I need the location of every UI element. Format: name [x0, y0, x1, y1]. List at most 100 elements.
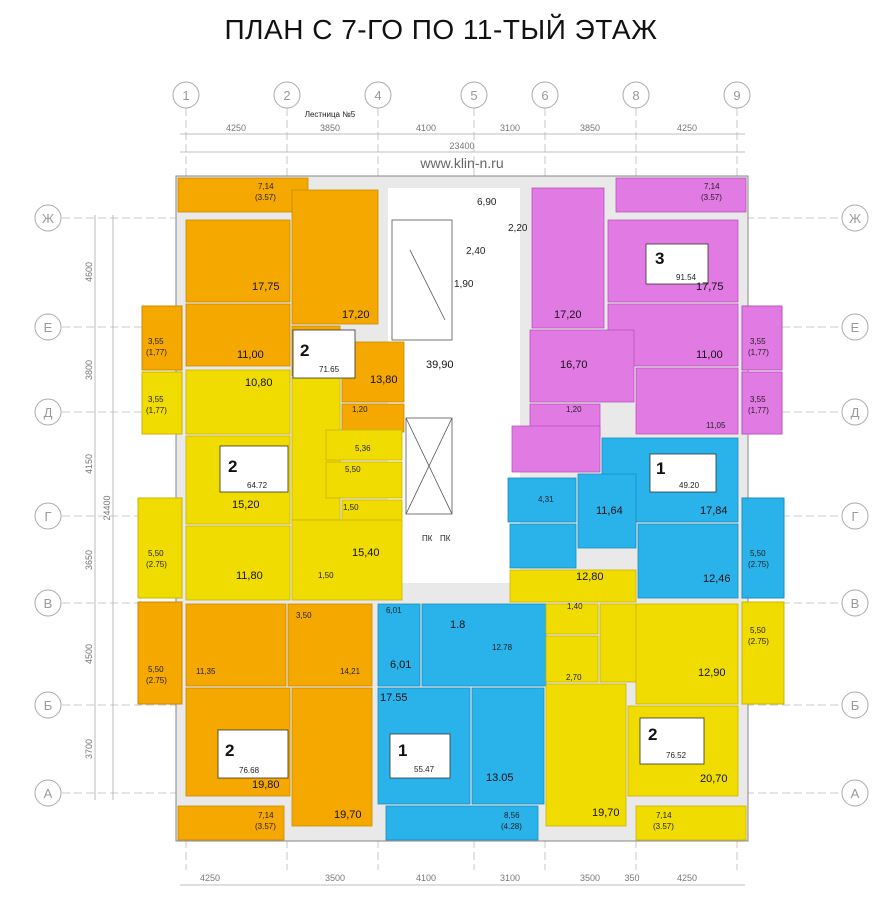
axis-row-b-r: Б: [851, 698, 860, 713]
balcony-area: (1,77): [146, 406, 167, 415]
room-area: 17,20: [342, 309, 370, 321]
balcony-area: 5,50: [148, 665, 164, 674]
balcony-area: (1,77): [146, 348, 167, 357]
dim-bottom-1: 4250: [200, 873, 220, 883]
balcony-area: (1,77): [748, 406, 769, 415]
room-area: 19,70: [592, 807, 620, 819]
axis-col-2: 2: [283, 88, 290, 103]
axis-row-a: А: [44, 786, 53, 801]
balcony-area: 3,55: [148, 395, 164, 404]
room-area: 1,20: [352, 405, 368, 414]
room-area: 1,40: [567, 602, 583, 611]
axis-row-e-r: Е: [851, 320, 860, 335]
apt-area-2: 91.54: [676, 273, 697, 282]
balcony-area: 3,55: [750, 395, 766, 404]
room-area: 19,80: [252, 779, 280, 791]
dim-side-4: 3650: [84, 550, 94, 570]
balcony-area: (4.28): [501, 822, 522, 831]
room-area: 17,75: [252, 281, 280, 293]
dim-top-5: 3850: [580, 123, 600, 133]
apt-area-4: 49.20: [679, 481, 700, 490]
pk-label: ПК: [422, 534, 433, 543]
apt-rooms-4: 1: [656, 459, 665, 478]
room-area: 2,40: [466, 246, 486, 257]
balcony-area: (2.75): [146, 560, 167, 569]
balcony-area: 5,50: [148, 549, 164, 558]
dim-side-3: 4150: [84, 454, 94, 474]
apt-rooms-1: 2: [300, 341, 309, 360]
balcony-area: 7,14: [258, 182, 274, 191]
dim-top-4: 3100: [500, 123, 520, 133]
apt-area-3: 64.72: [247, 481, 268, 490]
dim-bottom-7: 4250: [677, 873, 697, 883]
room-area: 1.8: [450, 619, 465, 631]
room-area: 13,80: [370, 374, 398, 386]
balcony-area: 8,56: [504, 811, 520, 820]
balcony-area: 7,14: [704, 182, 720, 191]
room-area: 11,00: [696, 349, 723, 361]
room-area: 6,01: [390, 659, 411, 671]
room-area: 1,90: [454, 279, 474, 290]
dim-bottom-5: 3500: [580, 873, 600, 883]
stair-core: [391, 219, 453, 515]
apt-rooms-2: 3: [655, 249, 664, 268]
staircase-label: Лестница №5: [305, 110, 356, 119]
room-area: 11,35: [196, 667, 216, 676]
website-label: www.klin-n.ru: [419, 155, 503, 171]
room-area: 4,31: [538, 495, 554, 504]
dim-bottom-2: 3500: [325, 873, 345, 883]
axis-row-v-r: В: [851, 596, 860, 611]
room-area: 2,70: [566, 673, 582, 682]
room-area: 11,00: [237, 349, 264, 361]
axis-row-g-r: Г: [851, 509, 858, 524]
balcony-area: (2.75): [748, 637, 769, 646]
room-area: 1,20: [566, 405, 582, 414]
dim-top-2: 3850: [320, 123, 340, 133]
apt-rooms-6: 1: [398, 741, 407, 760]
dim-side-1: 4600: [84, 262, 94, 282]
room-area: 3,50: [296, 611, 312, 620]
axis-row-a-r: А: [851, 786, 860, 801]
axis-row-v: В: [44, 596, 53, 611]
room-area: 1,50: [343, 503, 359, 512]
balcony-area: 3,55: [750, 337, 766, 346]
dim-bottom-4: 3100: [500, 873, 520, 883]
dim-side-6: 3700: [84, 739, 94, 759]
dim-side-5: 4500: [84, 644, 94, 664]
apt-area-7: 76.52: [666, 751, 687, 760]
room-area: 16,70: [560, 359, 588, 371]
apt-area-6: 55.47: [414, 765, 435, 774]
dim-top-3: 4100: [416, 123, 436, 133]
room-area: 12,90: [698, 667, 726, 679]
axis-col-1: 1: [182, 88, 189, 103]
room-area: 12,46: [703, 573, 731, 585]
balcony-area: 7,14: [258, 811, 274, 820]
pk-label: ПК: [440, 534, 451, 543]
dimension-lines: [94, 133, 745, 886]
room-area: 12.78: [492, 643, 513, 652]
axis-row-g: Г: [44, 509, 51, 524]
apartment-badges: [217, 243, 717, 779]
axis-col-8: 8: [632, 88, 639, 103]
dim-side-total: 24400: [102, 495, 112, 520]
room-area: 2,20: [508, 223, 528, 234]
balcony-area: 5,50: [750, 626, 766, 635]
axis-col-5: 5: [470, 88, 477, 103]
room-area: 19,70: [334, 809, 362, 821]
dim-top-total: 23400: [449, 141, 474, 151]
balcony-area: 7,14: [656, 811, 672, 820]
side-balconies: [137, 305, 785, 705]
balcony-area: (1,77): [748, 348, 769, 357]
apartment-1-4920: [507, 437, 739, 599]
axis-col-6: 6: [541, 88, 548, 103]
hall-area: 39,90: [426, 359, 454, 371]
dim-bottom-3: 4100: [416, 873, 436, 883]
axis-row-zh-r: Ж: [849, 211, 861, 226]
room-area: 17.55: [380, 692, 408, 704]
room-area: 12,80: [576, 571, 604, 583]
room-area: 17,84: [700, 505, 728, 517]
room-area: 5,50: [345, 465, 361, 474]
balcony-area: 5,50: [750, 549, 766, 558]
room-area: 13.05: [486, 772, 514, 784]
room-area: 17,20: [554, 309, 582, 321]
